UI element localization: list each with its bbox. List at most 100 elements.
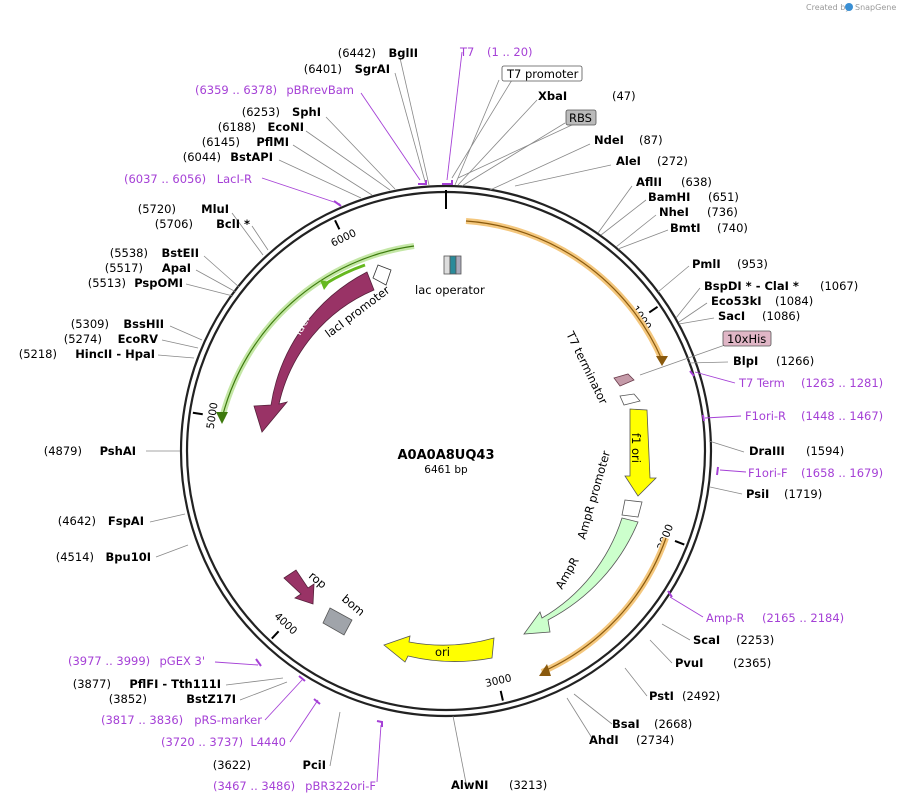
enzyme-name[interactable]: SacI: [718, 309, 745, 323]
enzyme-name[interactable]: BmtI: [670, 221, 701, 235]
enzyme-position: (2734): [636, 733, 674, 747]
t7-terminator-label: T7 terminator: [563, 328, 611, 406]
tick-mark: [648, 305, 659, 314]
primer-name[interactable]: pGEX 3': [160, 654, 206, 668]
enzyme-name[interactable]: PflMI: [256, 135, 289, 149]
primer-name[interactable]: pRS-marker: [194, 713, 262, 727]
primer-name[interactable]: Amp-R: [706, 611, 745, 625]
enzyme-position: (5706): [155, 217, 193, 231]
laci-feature: [253, 271, 375, 433]
enzyme-position: (87): [639, 133, 663, 147]
enzyme-name[interactable]: Eco53kI: [711, 294, 762, 308]
enzyme-name[interactable]: PciI: [303, 758, 326, 772]
enzyme-name[interactable]: EcoNI: [268, 120, 304, 134]
primer-range: (6037 .. 6056): [124, 172, 206, 186]
enzyme-position: (736): [707, 205, 738, 219]
ampr-promoter-label: AmpR promoter: [574, 449, 613, 541]
enzyme-position: (5720): [138, 202, 176, 216]
enzyme-name[interactable]: SgrAI: [355, 62, 390, 76]
enzyme-name[interactable]: BglII: [389, 46, 419, 60]
green-arrowhead-promoter: [320, 280, 330, 290]
enzyme-name[interactable]: BssHII: [123, 317, 164, 331]
enzyme-position: (2668): [654, 717, 692, 731]
enzyme-name[interactable]: NdeI: [594, 133, 624, 147]
tick-mark: [674, 539, 685, 546]
enzyme-position: (5513): [88, 276, 126, 290]
enzyme-name[interactable]: BsaI: [612, 717, 640, 731]
ampr-label: AmpR: [552, 555, 581, 592]
enzyme-name[interactable]: PvuI: [675, 656, 703, 670]
enzyme-position: (2253): [736, 633, 774, 647]
backbone-outer: [179, 184, 713, 718]
enzyme-name[interactable]: BstEII: [161, 246, 199, 260]
enzyme-name[interactable]: XbaI: [538, 89, 567, 103]
enzyme-name[interactable]: BlpI: [733, 354, 758, 368]
enzyme-name[interactable]: MluI: [201, 202, 229, 216]
his-tag-box: [722, 330, 772, 347]
enzyme-name[interactable]: DraIII: [749, 444, 785, 458]
t7-terminator-feature: [613, 373, 635, 387]
primer-range: (6359 .. 6378): [195, 83, 277, 97]
primer-labels: T7 (1 .. 20) pBRrevBam (6359 .. 6378) LacI-R…: [68, 45, 883, 793]
primer-name[interactable]: T7 Term: [738, 376, 785, 390]
enzyme-name[interactable]: PmlI: [692, 257, 721, 271]
leader-lines: [146, 51, 747, 784]
f1-promoter-feature: [619, 393, 641, 406]
enzyme-name[interactable]: PspOMI: [134, 276, 183, 290]
enzyme-position: (3852): [109, 692, 147, 706]
enzyme-position: (2492): [682, 689, 720, 703]
enzyme-position: (47): [612, 89, 636, 103]
lac-operator-box-left: [443, 255, 451, 275]
rbs-label: RBS: [569, 111, 592, 125]
tick-mark: [192, 411, 203, 416]
enzyme-position: (4514): [56, 550, 94, 564]
enzyme-name[interactable]: PshAI: [100, 444, 136, 458]
enzyme-name[interactable]: AleI: [616, 154, 641, 168]
primer-range: (1448 .. 1467): [801, 409, 883, 423]
enzyme-position: (272): [657, 154, 688, 168]
enzyme-name[interactable]: PsiI: [746, 487, 769, 501]
enzyme-name[interactable]: BstAPI: [230, 150, 273, 164]
primer-name[interactable]: F1ori-R: [745, 409, 786, 423]
enzyme-name[interactable]: BspDI * - ClaI *: [704, 279, 799, 293]
primer-name[interactable]: L4440: [250, 735, 286, 749]
enzyme-name[interactable]: HincII - HpaI: [75, 347, 155, 361]
enzyme-name[interactable]: AflII: [636, 175, 662, 189]
enzyme-name[interactable]: PflFI - Tth111I: [129, 677, 221, 691]
enzyme-position: (3877): [73, 677, 111, 691]
orange-arrowhead-top: [656, 356, 668, 366]
primer-range: (1263 .. 1281): [801, 376, 883, 390]
primer-name[interactable]: pBRrevBam: [286, 83, 354, 97]
enzyme-name[interactable]: Bpu10I: [106, 550, 151, 564]
t7-promoter-box: [501, 65, 583, 82]
primer-name[interactable]: LacI-R: [217, 172, 252, 186]
enzyme-name[interactable]: BamHI: [648, 190, 690, 204]
enzyme-name[interactable]: BstZ17I: [186, 692, 236, 706]
bom-label: bom: [339, 592, 368, 619]
f1-ori-feature: [624, 408, 657, 497]
enzyme-position: (1594): [806, 444, 844, 458]
primer-range: (3817 .. 3836): [101, 713, 183, 727]
green-feature-line-laci: [221, 245, 415, 419]
enzyme-position: (2365): [733, 656, 771, 670]
enzyme-name[interactable]: NheI: [659, 205, 689, 219]
primer-name[interactable]: F1ori-F: [748, 466, 788, 480]
primer-range: (1 .. 20): [487, 45, 533, 59]
bom-feature: [322, 607, 353, 636]
enzyme-name[interactable]: ScaI: [693, 633, 720, 647]
brand-text: SnapGene: [855, 3, 896, 12]
enzyme-name[interactable]: FspAI: [108, 514, 144, 528]
primer-name[interactable]: pBR322ori-F: [305, 779, 376, 793]
enzyme-name[interactable]: AhdI: [589, 733, 619, 747]
enzyme-position: (1067): [820, 279, 858, 293]
enzyme-name[interactable]: PstI: [649, 689, 674, 703]
enzyme-name[interactable]: SphI: [292, 105, 321, 119]
orange-arrowhead-ampr: [539, 664, 551, 676]
enzyme-name[interactable]: BclI *: [216, 217, 250, 231]
enzyme-name[interactable]: ApaI: [162, 261, 191, 275]
primer-name[interactable]: T7: [459, 45, 474, 59]
ori-label: ori: [435, 645, 450, 659]
enzyme-name[interactable]: EcoRV: [118, 332, 158, 346]
enzyme-name-alwni[interactable]: AlwNI: [451, 778, 488, 792]
